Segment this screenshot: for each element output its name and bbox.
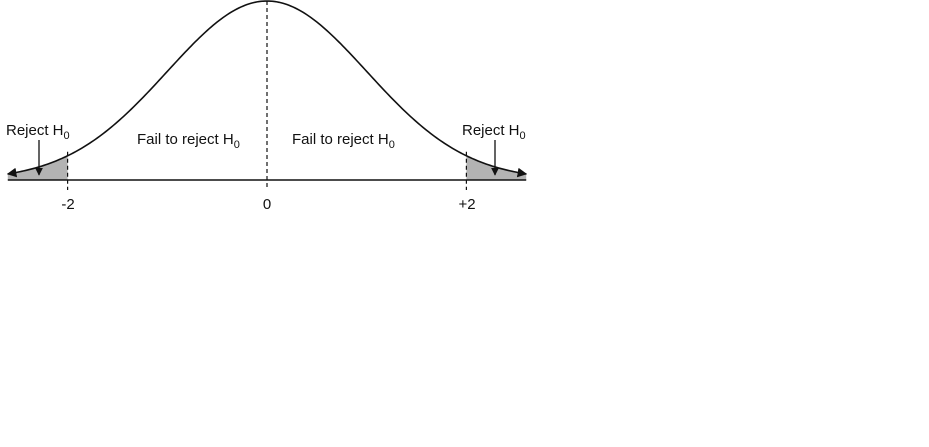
left-reject-label: Reject H0 xyxy=(6,122,70,142)
tick-label-left: -2 xyxy=(61,196,74,213)
center-left-fail-label: Fail to reject H0 xyxy=(137,131,240,151)
tick-label-center: 0 xyxy=(263,196,271,213)
center-right-fail-label: Fail to reject H0 xyxy=(292,131,395,151)
right-reject-label: Reject H0 xyxy=(462,122,526,142)
tick-label-right: +2 xyxy=(458,196,475,213)
